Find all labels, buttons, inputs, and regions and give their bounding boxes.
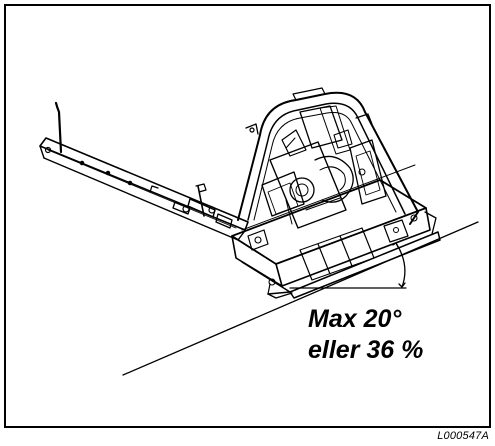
slope-line [122,221,479,376]
angle-arrow-bottom [398,282,406,288]
figure-frame [4,4,491,428]
angle-arc [395,242,406,288]
slope-caption-max-angle: Max 20° [308,305,402,333]
guide-handle [39,101,249,241]
slope-caption-percent: eller 36 % [308,336,424,364]
base-plate [231,179,441,299]
compactor-frame [237,87,419,231]
figure-code: L000547A [437,430,489,442]
engine-block [261,105,387,229]
